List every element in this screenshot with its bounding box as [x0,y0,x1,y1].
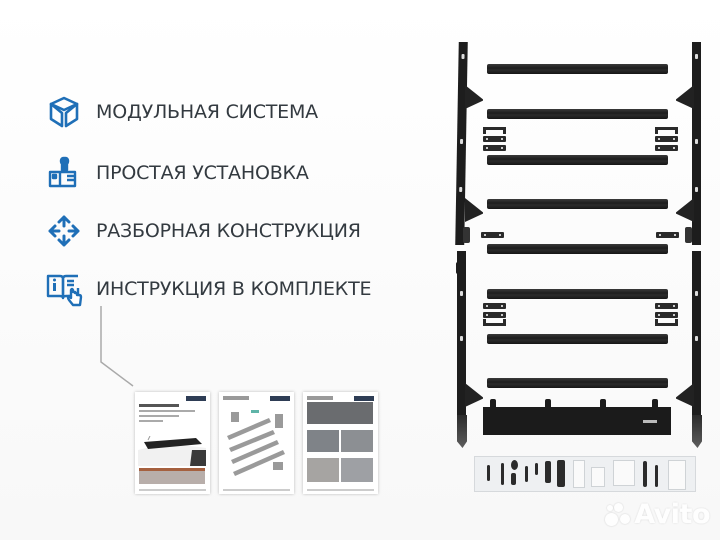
crossbar [487,199,668,209]
mount-plate [483,303,506,309]
mount-plate [655,136,678,142]
crossbar [487,64,668,74]
brand-logo [186,396,206,401]
gusset [465,198,483,222]
rail-end-cap [457,415,467,448]
mount-plate [483,312,506,318]
rail-end-cap [692,415,702,448]
mount-plate [483,145,506,151]
pointer-line [100,306,134,387]
mount-plate [655,312,678,318]
avito-logo-icon [605,502,631,527]
mount-bracket [655,127,678,134]
gusset [465,85,483,109]
gusset [676,383,694,407]
crossbar [487,334,668,344]
mount-plate [656,232,679,238]
thumbs-up-wrench-icon [44,153,84,193]
move-arrows-icon [44,211,84,251]
mount-bracket [655,319,678,326]
feature-label: МОДУЛЬНАЯ СИСТЕМА [96,101,318,123]
feature-modular-system: МОДУЛЬНАЯ СИСТЕМА [44,92,318,132]
mount-bracket [483,127,506,134]
gusset [676,198,694,222]
brand-logo [354,396,374,401]
crossbar [487,155,668,165]
spacer [463,227,470,243]
warning-box [139,468,205,484]
crossbar [487,378,668,388]
feature-label: РАЗБОРНАЯ КОНСТРУКЦИЯ [96,220,361,242]
instruction-parts-diagram-page [219,392,294,494]
side-rail-right-front [692,42,701,245]
brand-logo [270,396,290,401]
gusset [465,383,483,407]
mount-plate [655,303,678,309]
instruction-cover-page [135,392,210,494]
feature-easy-install: ПРОСТАЯ УСТАНОВКА [44,153,309,193]
cube-icon [44,92,84,132]
feature-label: ИНСТРУКЦИЯ В КОМПЛЕКТЕ [96,278,372,300]
crossbar [487,244,668,254]
side-rail-left-rear [457,251,466,424]
feature-manual-included: ИНСТРУКЦИЯ В КОМПЛЕКТЕ [44,269,371,309]
wind-deflector [483,399,671,435]
car-roof-image [138,436,206,466]
instruction-photo-steps-page [303,392,378,494]
crossbar [487,289,668,299]
mount-plate [655,145,678,151]
mount-plate [481,232,504,238]
crossbar [487,109,668,119]
feature-collapsible-design: РАЗБОРНАЯ КОНСТРУКЦИЯ [44,211,361,251]
side-rail-right-rear [692,251,701,424]
mount-bracket [483,319,506,326]
gusset [676,85,694,109]
hardware-kit [474,456,696,492]
roof-rack-kit [450,38,715,458]
mount-plate [483,136,506,142]
parts-diagram [227,410,285,476]
spacer [685,227,692,243]
feature-label: ПРОСТАЯ УСТАНОВКА [96,162,309,184]
avito-watermark: Avito [605,499,710,530]
manual-book-hand-icon [44,269,84,309]
brand-logo [643,420,657,423]
watermark-text: Avito [634,499,710,530]
